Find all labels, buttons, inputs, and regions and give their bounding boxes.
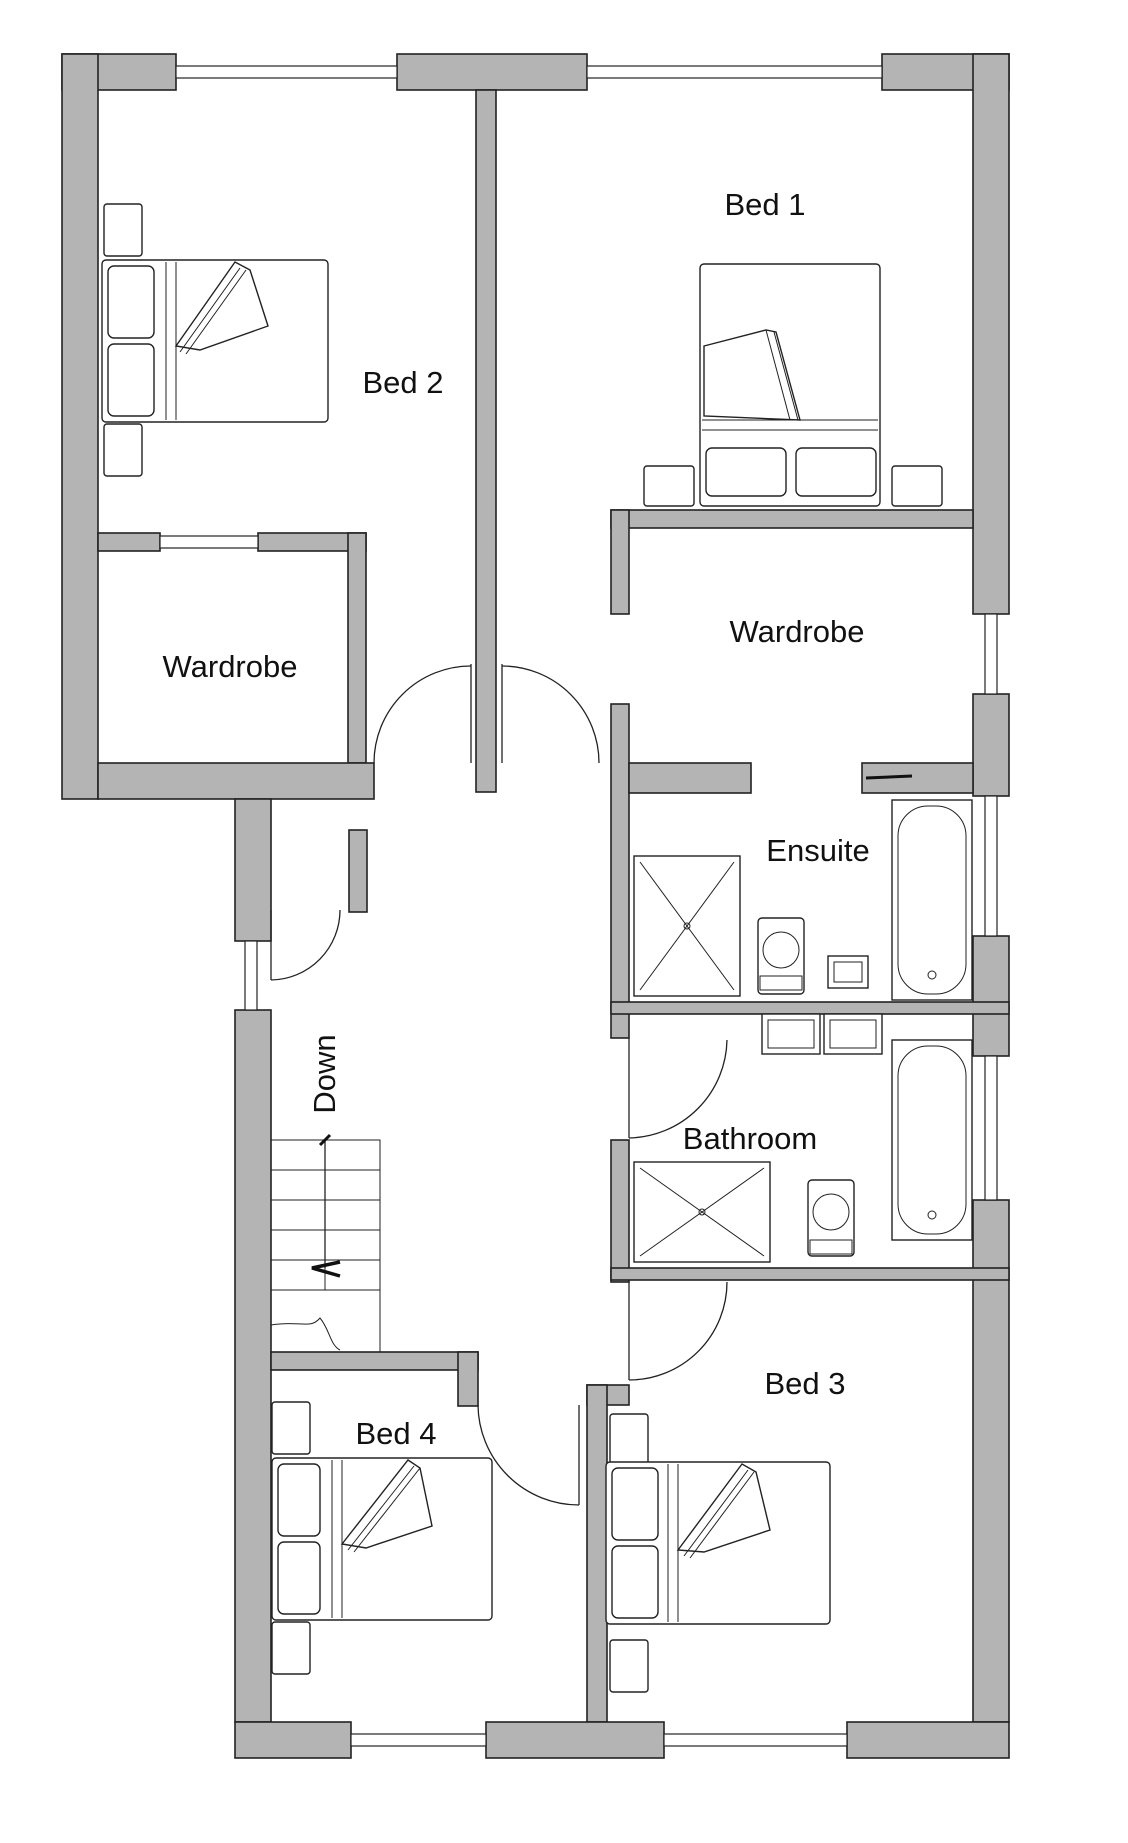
bathroom-fixtures [633,1013,973,1263]
windows [159,65,998,1747]
room-label-bed-4: Bed 4 [355,1416,436,1451]
room-label-wardrobe-right: Wardrobe [730,614,865,649]
room-label-wardrobe-left: Wardrobe [163,649,298,684]
room-label-bed-3: Bed 3 [764,1366,845,1401]
bed-2-furniture [101,203,329,477]
walls [61,53,1010,1759]
bed-4-furniture [271,1401,493,1675]
doors [270,664,913,1506]
staircase [270,1133,381,1353]
room-label-bed-2: Bed 2 [362,365,443,400]
bed-1-furniture [643,263,943,507]
stairs-direction-label: Down [307,1034,342,1113]
room-label-ensuite: Ensuite [766,833,869,868]
room-label-bathroom: Bathroom [683,1121,817,1156]
ensuite-fixtures [633,799,973,1001]
room-label-bed-1: Bed 1 [724,187,805,222]
bed-3-furniture [605,1413,831,1693]
